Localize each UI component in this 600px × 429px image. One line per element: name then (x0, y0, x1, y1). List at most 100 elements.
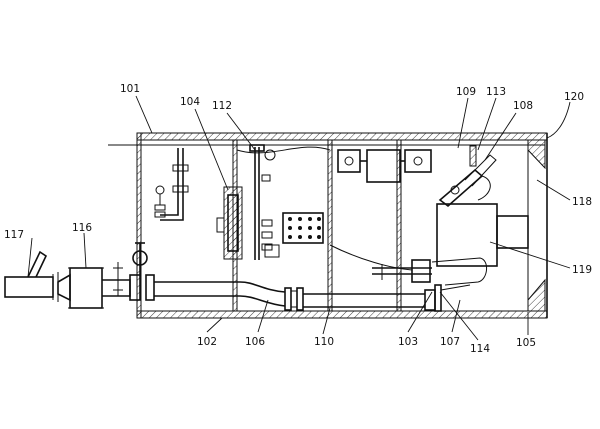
dosing-curve (477, 175, 491, 201)
housing-top-wall (136, 132, 548, 141)
duct-end-block (424, 289, 436, 311)
lead-102 (206, 317, 223, 333)
lead-106 (257, 299, 269, 333)
label-112: 112 (212, 100, 232, 112)
blower-116 (69, 267, 103, 309)
right-chamber (436, 145, 529, 267)
lead-101 (135, 95, 153, 134)
pipe-valve-1 (172, 164, 189, 172)
lead-118 (536, 179, 571, 201)
label-106: 106 (245, 336, 265, 348)
lead-117 (27, 237, 33, 278)
top-motor-body (366, 149, 401, 183)
upper-wave-line (236, 146, 331, 154)
housing-bottom-wall (136, 310, 548, 319)
lead-110 (322, 307, 331, 335)
blower-left-cone (57, 273, 71, 302)
housing-walls (136, 132, 548, 319)
label-104: 104 (180, 96, 200, 108)
lead-112 (226, 112, 256, 151)
label-110: 110 (314, 336, 334, 348)
pipe-valve-3 (154, 204, 166, 211)
lead-114 (439, 291, 479, 341)
label-103: 103 (398, 336, 418, 348)
motor-right-hub (413, 156, 423, 166)
lead-104 (194, 108, 229, 191)
side-fitting (113, 262, 123, 296)
mid-fitting-4 (261, 243, 273, 251)
label-113: 113 (486, 86, 506, 98)
right-baffle-lower (527, 278, 546, 312)
label-117: 117 (4, 229, 24, 241)
lead-119 (489, 241, 571, 269)
right-baffle-upper (527, 139, 546, 170)
duct-riser (239, 281, 286, 307)
blower-outlet (102, 279, 131, 297)
label-107: 107 (440, 336, 460, 348)
dosing-pipe (464, 154, 497, 187)
pressure-gauge (155, 185, 165, 195)
check-valve (129, 274, 141, 301)
pipe-bend (160, 210, 184, 221)
inlet-pipe-117 (4, 276, 54, 298)
label-119: 119 (572, 264, 592, 276)
duct-joint-b (296, 287, 304, 311)
filter-bracket (216, 217, 225, 233)
label-118: 118 (572, 196, 592, 208)
perforated-plate (282, 212, 324, 244)
third-chamber (329, 149, 487, 286)
lead-109 (457, 97, 469, 149)
duct-joint-a (284, 287, 292, 311)
mid-fitting-3 (261, 231, 273, 239)
label-108: 108 (513, 100, 533, 112)
lead-116 (83, 232, 87, 269)
filter-panel-104 (216, 186, 243, 260)
top-motor-right (404, 149, 432, 173)
duct-joint-c (290, 290, 298, 308)
fan-outlet (496, 215, 529, 249)
filter-panel-inner (227, 194, 239, 252)
inlet-elbow (27, 250, 48, 278)
left-chamber-piping (154, 148, 189, 221)
spray-hook (431, 257, 487, 286)
inlet-assembly (4, 242, 155, 309)
label-109: 109 (456, 86, 476, 98)
housing-left-wall (136, 132, 142, 319)
main-duct (154, 281, 471, 312)
lead-120 (546, 101, 571, 139)
mid-pipe-cap (249, 144, 265, 152)
dosing-joint (450, 185, 460, 195)
label-105: 105 (516, 337, 536, 349)
lead-107 (451, 299, 461, 333)
mid-fitting-1 (261, 174, 271, 182)
perforation-holes (288, 217, 321, 239)
label-116: 116 (72, 222, 92, 234)
label-114: 114 (470, 343, 490, 355)
motor-left-hub (344, 156, 354, 166)
mid-fitting-2 (261, 219, 273, 227)
lead-108 (484, 112, 517, 161)
label-102: 102 (197, 336, 217, 348)
pipe-valve-4 (154, 211, 166, 218)
right-end-baffle (527, 139, 546, 312)
lead-113 (477, 97, 497, 151)
partition-wall-3 (396, 139, 402, 312)
mid-lower-block (264, 244, 280, 258)
leader-lines (27, 95, 571, 341)
dosing-tank (469, 145, 477, 167)
partition-wall-2 (327, 139, 333, 312)
spray-pipe (329, 244, 413, 271)
spray-nozzle-block (411, 259, 431, 283)
middle-chamber (249, 144, 324, 260)
filter-panel-frame (223, 186, 243, 260)
top-motor-left (337, 149, 361, 173)
duct-end-post (434, 284, 442, 312)
mid-valve-knob-1 (264, 149, 276, 161)
fan-housing-119 (436, 203, 498, 267)
dosing-arm (438, 168, 484, 208)
lead-103 (407, 291, 433, 333)
reference-numerals: 101 102 103 104 105 106 107 108 109 110 … (4, 83, 592, 355)
flange-box (145, 274, 155, 301)
label-101: 101 (120, 83, 140, 95)
label-120: 120 (564, 91, 584, 103)
